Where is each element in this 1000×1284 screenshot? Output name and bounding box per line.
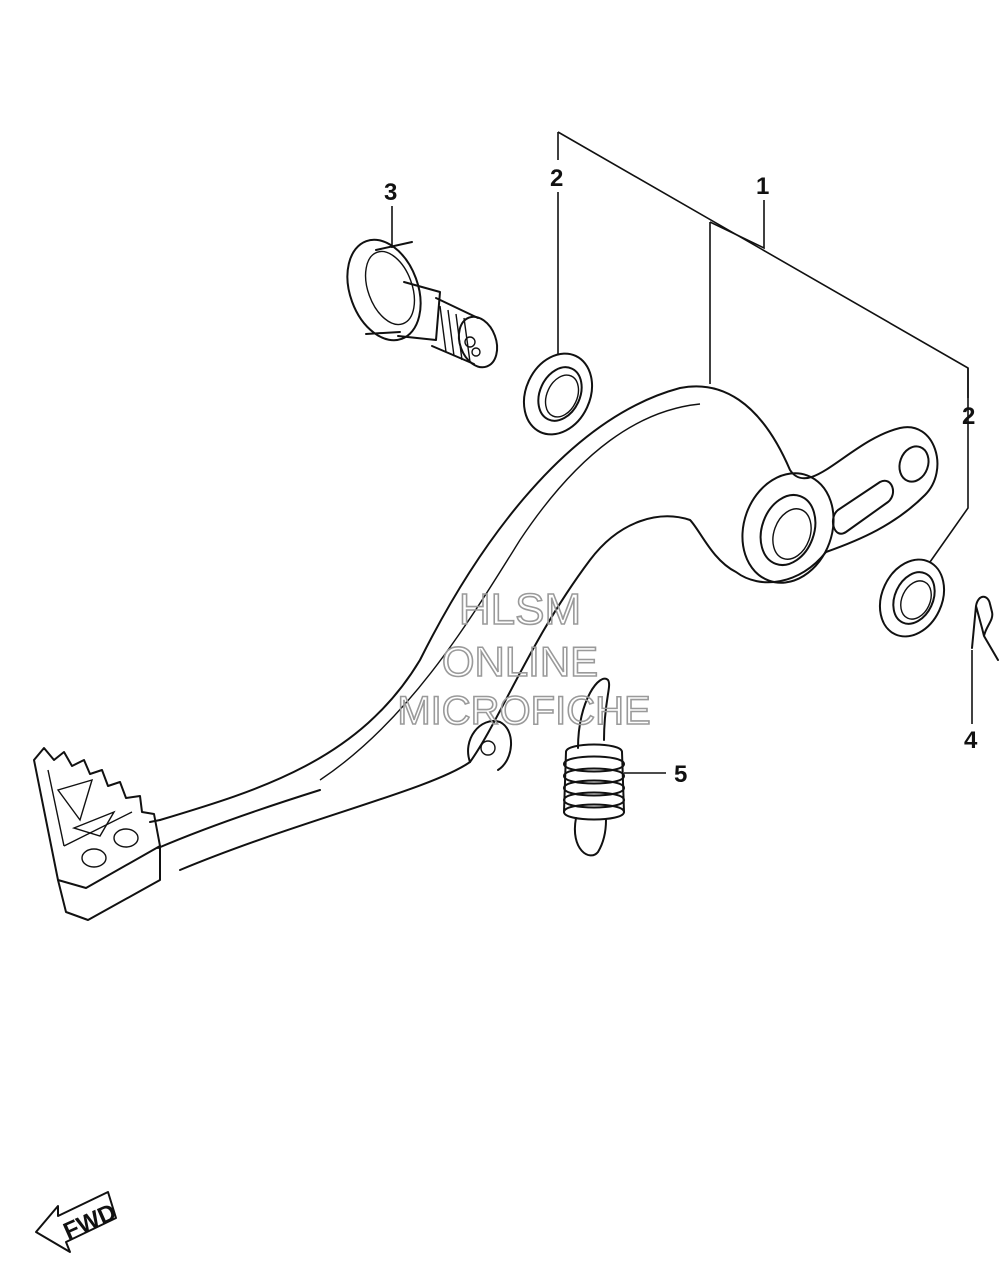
leader-part-1 — [709, 200, 765, 384]
leader-lines — [391, 131, 973, 774]
brake-pedal — [33, 385, 939, 921]
watermark: HLSM ONLINE MICROFICHE — [397, 584, 652, 734]
callout-part-2-left: 2 — [550, 165, 563, 192]
cotter-pin — [971, 595, 999, 661]
callout-part-3: 3 — [384, 179, 397, 206]
return-spring — [563, 677, 625, 857]
callout-part-4: 4 — [964, 727, 978, 754]
leader-assembly-bracket — [557, 131, 969, 563]
watermark-line-3: MICROFICHE — [397, 689, 650, 733]
callout-part-1: 1 — [756, 173, 769, 200]
callout-part-5: 5 — [674, 761, 687, 788]
washer-right — [878, 558, 946, 638]
callout-labels: 1 2 2 3 4 5 — [384, 165, 978, 788]
pivot-bolt — [346, 238, 499, 369]
fwd-label: FWD — [59, 1199, 120, 1246]
washer-left — [522, 352, 594, 436]
callout-part-2-right: 2 — [962, 403, 975, 430]
watermark-line-2: ONLINE — [442, 638, 598, 685]
watermark-line-1: HLSM — [459, 585, 581, 634]
forward-arrow-icon: FWD — [35, 1191, 120, 1253]
